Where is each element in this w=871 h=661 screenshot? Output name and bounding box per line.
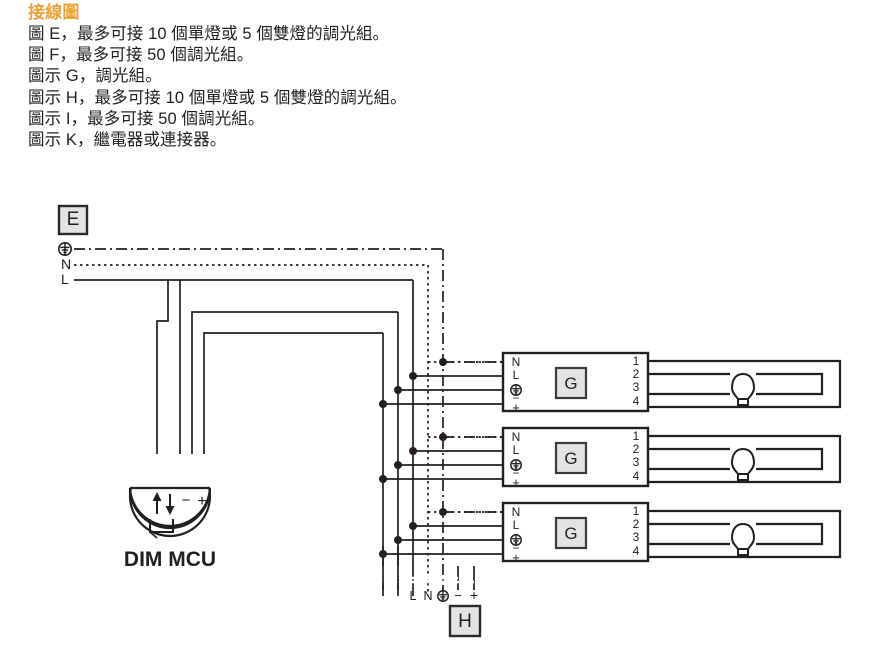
mcu-minus-symbol: − — [182, 492, 191, 509]
diagram-label-h: H — [448, 604, 482, 638]
module-1-output-2: 2 — [633, 367, 640, 381]
module-3-badge-label: G — [564, 524, 577, 543]
dim-mcu: − + DIM MCU — [124, 454, 216, 571]
bus-label-minus: − — [454, 588, 462, 603]
junction-dot — [409, 372, 417, 380]
lamp-fixture-2 — [648, 434, 842, 484]
module-1-terminal-plus: + — [512, 400, 520, 415]
module-1-output-4: 4 — [633, 394, 640, 408]
module-2-badge-box — [554, 441, 588, 475]
note-line-h: 圖示 H，最多可接 10 個單燈或 5 個雙燈的調光組。 — [28, 88, 407, 107]
bus-label-n: N — [423, 589, 432, 603]
module-2-output-1: 1 — [633, 429, 640, 443]
note-line-e: 圖 E，最多可接 10 個單燈或 5 個雙燈的調光組。 — [28, 25, 390, 44]
module-1-output-3: 3 — [633, 380, 640, 394]
module-row-2: N L − + G 1 2 3 4 — [379, 426, 842, 490]
mcu-wire-minus — [191, 311, 398, 486]
module-2-output-3: 3 — [633, 455, 640, 469]
module-2-output-4: 4 — [633, 469, 640, 483]
wiring-schematic: E N L — [0, 186, 871, 661]
module-1-output-1: 1 — [633, 354, 640, 368]
junction-dot — [439, 433, 447, 441]
supply-terminal-n-label: N — [61, 256, 71, 272]
bus-label-earth-icon — [437, 590, 449, 602]
mcu-plus-symbol: + — [197, 493, 206, 510]
junction-dot — [379, 400, 387, 408]
module-2-badge-label: G — [564, 449, 577, 468]
lamp-bulb-icon — [731, 373, 755, 406]
module-3-output-4: 4 — [633, 544, 640, 558]
bus-label-l: L — [410, 589, 417, 603]
description-text-block: 接線圖 圖 E，最多可接 10 個單燈或 5 個雙燈的調光組。 圖 F，最多可接… — [28, 2, 848, 151]
module-3-output-3: 3 — [633, 530, 640, 544]
junction-dot — [394, 386, 402, 394]
junction-dot — [379, 475, 387, 483]
lamp-bulb-icon — [731, 448, 755, 481]
module-3-terminal-plus: + — [512, 550, 520, 565]
junction-dot — [439, 358, 447, 366]
supply-terminal-l-label: L — [61, 271, 69, 287]
page-title: 接線圖 — [28, 3, 80, 22]
module-3-badge-box — [554, 516, 588, 550]
module-1-terminal-n: N — [512, 355, 521, 369]
label-e-text: E — [67, 209, 80, 230]
module-1-badge-box — [554, 366, 588, 400]
module-2-terminal-l: L — [513, 443, 520, 457]
mcu-up-arrow-icon — [152, 492, 162, 514]
junction-dot — [394, 461, 402, 469]
junction-dot — [409, 447, 417, 455]
mcu-wire-1 — [156, 280, 169, 486]
module-1-terminal-l: L — [513, 368, 520, 382]
module-3-output-1: 1 — [633, 504, 640, 518]
module-2-terminal-minus: − — [512, 466, 519, 480]
junction-dot — [439, 508, 447, 516]
module-3-terminal-l: L — [513, 518, 520, 532]
module-2-output-2: 2 — [633, 442, 640, 456]
junction-dot — [394, 536, 402, 544]
junction-dot — [409, 522, 417, 530]
module-3-terminal-n: N — [512, 505, 521, 519]
module-row-1: N L − + G 1 2 3 4 — [379, 351, 842, 415]
mcu-wire-plus — [203, 332, 383, 486]
lamp-fixture-3 — [648, 509, 842, 559]
supply-terminal-earth — [57, 242, 72, 256]
module-1-terminal-minus: − — [512, 391, 519, 405]
note-line-f: 圖 F，最多可接 50 個調光組。 — [28, 46, 254, 65]
note-line-k: 圖示 K，繼電器或連接器。 — [28, 130, 227, 149]
mcu-down-arrow-icon — [165, 494, 175, 515]
module-row-3: N L − + G 1 2 3 4 — [379, 501, 842, 565]
lamp-fixture-1 — [648, 359, 842, 409]
module-3-output-2: 2 — [633, 517, 640, 531]
module-2-terminal-plus: + — [512, 475, 520, 490]
lamp-bulb-icon — [731, 523, 755, 556]
note-line-i: 圖示 I，最多可接 50 個調光組。 — [28, 109, 265, 128]
module-2-terminal-n: N — [512, 430, 521, 444]
junction-dot — [379, 550, 387, 558]
bus-label-plus: + — [470, 587, 478, 603]
module-3-terminal-minus: − — [512, 541, 519, 555]
module-1-badge-label: G — [564, 374, 577, 393]
note-line-g: 圖示 G，調光組。 — [28, 67, 162, 86]
label-h-text: H — [458, 611, 472, 632]
diagram-label-e: E — [57, 204, 89, 236]
dim-mcu-label: DIM MCU — [124, 548, 216, 571]
